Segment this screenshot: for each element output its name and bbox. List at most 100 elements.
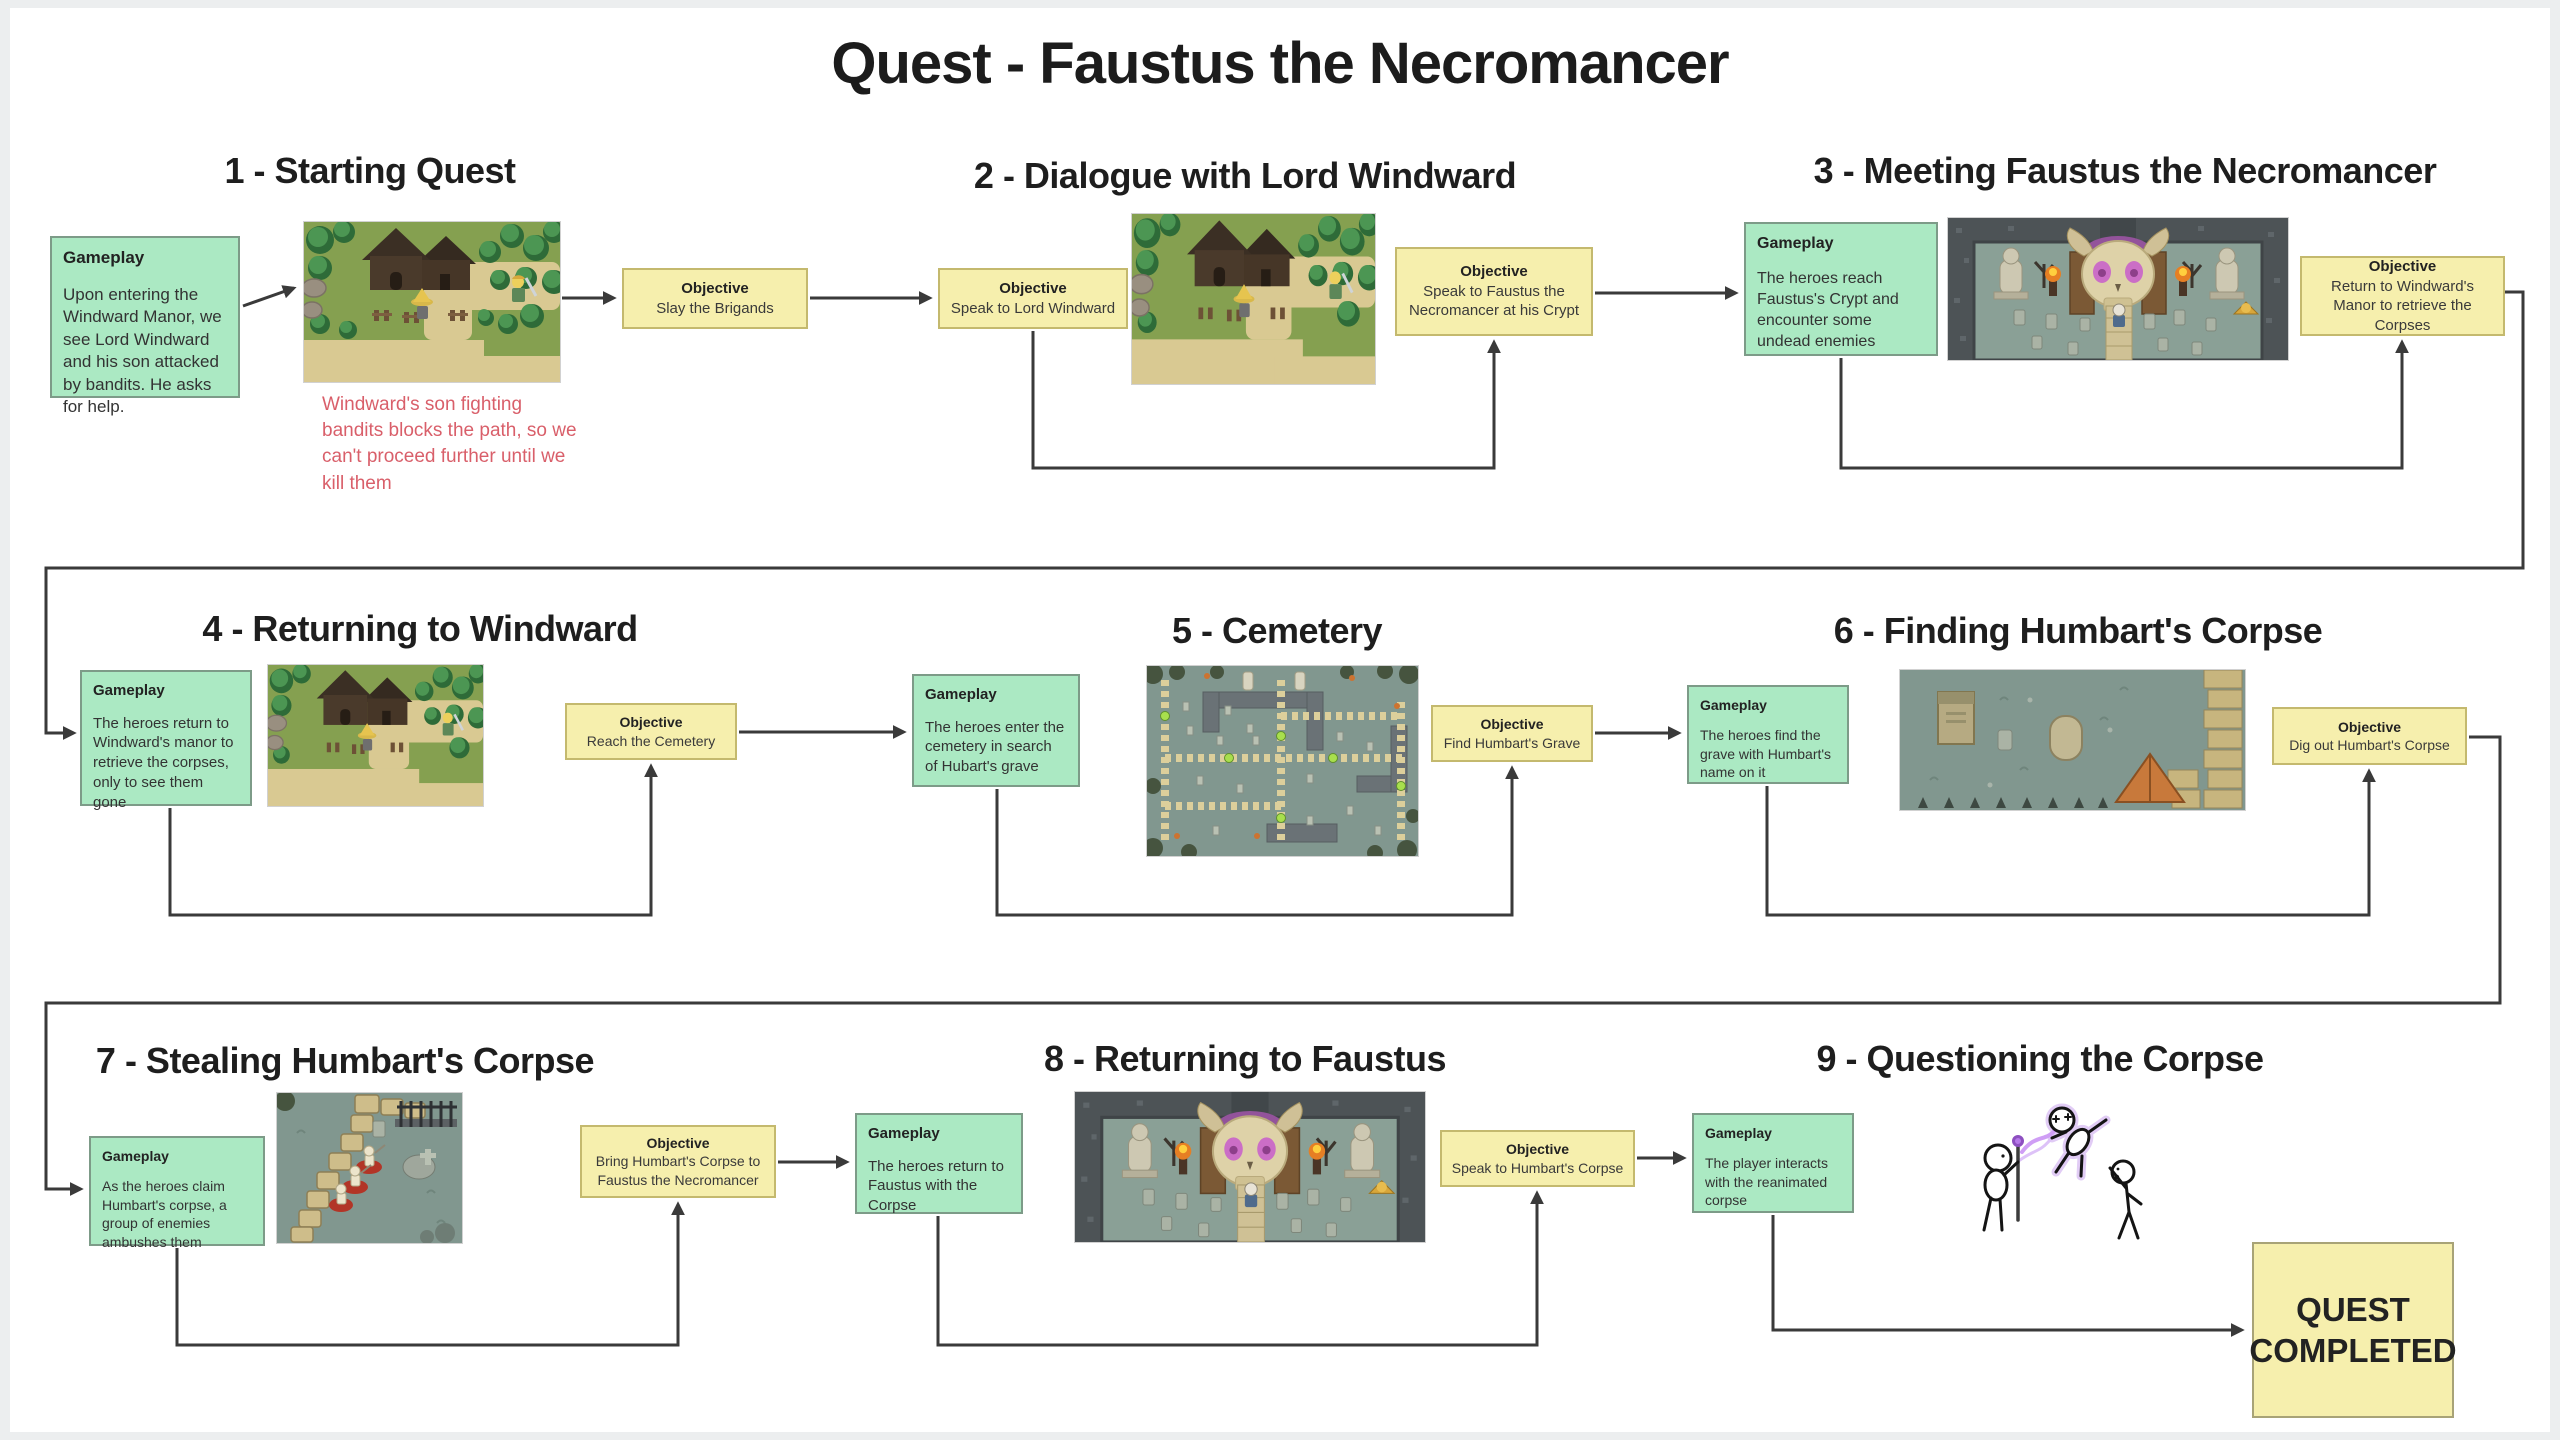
objective-2b[interactable]: Objective Speak to Faustus the Necromanc…: [1395, 247, 1593, 336]
screenshot-3-crypt[interactable]: [1947, 217, 2289, 361]
hero-character: [2112, 303, 2126, 327]
lanterns: [1160, 711, 1406, 823]
objective-7[interactable]: Objective Bring Humbart's Corpse to Faus…: [580, 1125, 776, 1198]
objective-text: Find Humbart's Grave: [1443, 734, 1581, 751]
objective-2a[interactable]: Objective Speak to Lord Windward: [938, 268, 1128, 329]
drawing-9-stick-figures[interactable]: [1960, 1080, 2175, 1255]
screenshot-1-village[interactable]: [303, 221, 561, 383]
objective-text: Speak to Lord Windward: [950, 299, 1116, 317]
skull-altar: [2066, 227, 2170, 315]
stick-figure-drawing-art: [1960, 1080, 2175, 1255]
objective-label: Objective: [2337, 718, 2402, 735]
section-title-1[interactable]: 1 - Starting Quest: [224, 150, 516, 191]
swordsman-character: [512, 275, 538, 302]
stick-figure-necromancer: [1982, 1135, 2024, 1232]
quest-completed-box[interactable]: QUEST COMPLETED: [2249, 1242, 2457, 1418]
objective-text: Bring Humbart's Corpse to Faustus the Ne…: [595, 1153, 761, 1188]
objective-label: Objective: [1480, 716, 1544, 733]
objective-text: Slay the Brigands: [656, 299, 774, 317]
trees: [306, 222, 560, 339]
section-title-3[interactable]: 3 - Meeting Faustus the Necromancer: [1813, 150, 2437, 191]
skeleton-fight: [329, 1144, 386, 1212]
objective-3[interactable]: Objective Return to Windward's Manor to …: [2300, 256, 2505, 336]
gameplay-label: Gameplay: [868, 1125, 940, 1142]
screenshot-8-crypt[interactable]: [1074, 1091, 1426, 1243]
objective-text: Speak to Faustus the Necromancer at his …: [1408, 282, 1580, 320]
gameplay-note-6[interactable]: Gameplay The heroes find the grave with …: [1687, 685, 1849, 784]
statues: [1242, 671, 1306, 691]
gameplay-text: The player interacts with the reanimated…: [1705, 1155, 1828, 1209]
section-title-8[interactable]: 8 - Returning to Faustus: [1044, 1038, 1447, 1079]
gravestones: [1937, 691, 2083, 761]
objective-5[interactable]: Objective Find Humbart's Grave: [1431, 705, 1593, 762]
gameplay-note-5[interactable]: Gameplay The heroes enter the cemetery i…: [912, 674, 1080, 787]
section-title-2[interactable]: 2 - Dialogue with Lord Windward: [973, 155, 1517, 196]
objective-8[interactable]: Objective Speak to Humbart's Corpse: [1440, 1130, 1635, 1187]
iron-fence: [395, 1101, 457, 1127]
gameplay-text: The heroes enter the cemetery in search …: [925, 718, 1065, 776]
annotation-note[interactable]: Windward's son fighting bandits blocks t…: [322, 394, 577, 494]
gameplay-label: Gameplay: [1700, 697, 1767, 713]
gameplay-label: Gameplay: [1757, 235, 1834, 252]
hut-buildings: [362, 228, 476, 290]
objective-text: Speak to Humbart's Corpse: [1451, 1159, 1624, 1176]
objective-label: Objective: [1505, 1141, 1570, 1158]
page-title[interactable]: Quest - Faustus the Necromancer: [831, 31, 1729, 96]
statues: [1993, 247, 2245, 300]
gameplay-note-4[interactable]: Gameplay The heroes return to Windward's…: [80, 670, 252, 811]
objective-label: Objective: [646, 1135, 710, 1152]
objective-text: Dig out Humbart's Corpse: [2289, 737, 2450, 753]
magic-beam: [2018, 1128, 2057, 1162]
ambush-battle-art: [277, 1093, 462, 1243]
objective-6[interactable]: Objective Dig out Humbart's Corpse: [2272, 707, 2467, 765]
objective-label: Objective: [1460, 263, 1528, 281]
section-title-4[interactable]: 4 - Returning to Windward: [202, 608, 638, 649]
gravestones: [2013, 309, 2217, 356]
screenshot-5-cemetery-map[interactable]: [1146, 665, 1419, 857]
fence-spikes: [1918, 797, 2108, 808]
gameplay-text: The heroes reach Faustus's Crypt and enc…: [1757, 269, 1899, 351]
gold-pile: [2232, 301, 2260, 315]
objective-label: Objective: [619, 714, 683, 731]
gameplay-label: Gameplay: [93, 682, 165, 699]
gameplay-note-3[interactable]: Gameplay The heroes reach Faustus's Cryp…: [1744, 222, 1938, 356]
stick-figure-onlooker: [2108, 1159, 2143, 1240]
section-title-9[interactable]: 9 - Questioning the Corpse: [1816, 1038, 2264, 1079]
screenshot-2-village[interactable]: [1131, 213, 1376, 385]
gameplay-note-7[interactable]: Gameplay As the heroes claim Humbart's c…: [89, 1136, 265, 1250]
crypt-scene-art: [1948, 218, 2288, 360]
gameplay-text: The heroes return to Windward's manor to…: [93, 714, 234, 811]
gameplay-note-8[interactable]: Gameplay The heroes return to Faustus wi…: [855, 1113, 1023, 1214]
grave-closeup-art: [1900, 670, 2245, 810]
objective-text: Reach the Cemetery: [586, 732, 716, 749]
gameplay-label: Gameplay: [1705, 1125, 1772, 1141]
gameplay-text: As the heroes claim Humbart's corpse, a …: [102, 1178, 227, 1250]
section-title-7[interactable]: 7 - Stealing Humbart's Corpse: [95, 1040, 595, 1081]
quest-completed-text: QUEST COMPLETED: [2249, 1290, 2457, 1369]
objective-1[interactable]: Objective Slay the Brigands: [622, 268, 808, 329]
village-scene-art: [268, 665, 483, 806]
torches: [2045, 266, 2191, 296]
gameplay-label: Gameplay: [63, 248, 145, 267]
screenshot-6-grave-closeup[interactable]: [1899, 669, 2246, 811]
gameplay-note-1[interactable]: Gameplay Upon entering the Windward Mano…: [50, 236, 240, 416]
section-title-6[interactable]: 6 - Finding Humbart's Corpse: [1833, 610, 2323, 651]
screenshot-7-ambush[interactable]: [276, 1092, 463, 1244]
lord-windward-character: [411, 288, 433, 319]
stick-figure-corpse: [2048, 1106, 2108, 1178]
crypt-scene-art: [1075, 1092, 1425, 1242]
objective-text: Return to Windward's Manor to retrieve t…: [2331, 277, 2474, 334]
objective-label: Objective: [2368, 258, 2437, 275]
gameplay-text: Upon entering the Windward Manor, we see…: [63, 284, 222, 417]
gameplay-note-9[interactable]: Gameplay The player interacts with the r…: [1692, 1113, 1854, 1213]
fallen-statue: [402, 1149, 436, 1180]
village-scene-art: [1132, 214, 1375, 384]
gameplay-label: Gameplay: [925, 686, 997, 703]
objective-4[interactable]: Objective Reach the Cemetery: [565, 703, 737, 760]
section-title-5[interactable]: 5 - Cemetery: [1171, 610, 1383, 651]
village-scene-art: [304, 222, 560, 382]
screenshot-4-village[interactable]: [267, 664, 484, 807]
dirt-mound-tent: [2114, 752, 2186, 803]
gameplay-text: The heroes return to Faustus with the Co…: [868, 1157, 1004, 1215]
